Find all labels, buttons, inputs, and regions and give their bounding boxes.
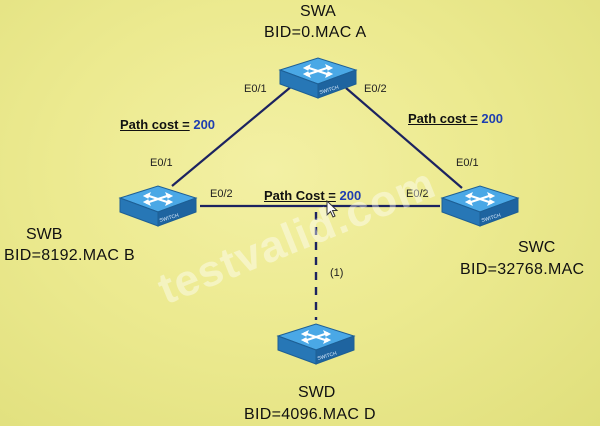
swd-link-note: (1) [330, 267, 344, 279]
path-cost-swa-swb-value: 200 [193, 117, 216, 132]
swa-bid: BID=0.MAC A [264, 24, 367, 41]
swa-switch-icon[interactable]: SWITCH [276, 46, 360, 106]
swb-switch-icon[interactable]: SWITCH [116, 174, 200, 234]
swb-name: SWB [26, 226, 63, 243]
swb-bid: BID=8192.MAC B [4, 247, 135, 264]
swc-device-label: SWITCH [481, 213, 502, 224]
swb-port-e02: E0/2 [210, 188, 233, 200]
mouse-cursor-icon [326, 200, 339, 218]
link-swa-swb [171, 85, 293, 187]
swd-switch-icon[interactable]: SWITCH [274, 312, 358, 372]
link-swa-swc [345, 87, 463, 189]
swb-device-label: SWITCH [159, 213, 180, 224]
swd-device-label: SWITCH [317, 351, 338, 362]
path-cost-swb-swc: Path Cost = 200 [264, 189, 361, 202]
swb-port-e01: E0/1 [150, 157, 173, 169]
path-cost-swa-swc-label: Path cost = [408, 111, 478, 126]
swa-device-label: SWITCH [319, 85, 340, 96]
swa-name: SWA [300, 3, 336, 20]
path-cost-swa-swb: Path cost = 200 [120, 118, 215, 131]
swd-bid: BID=4096.MAC D [244, 406, 376, 423]
swc-name: SWC [518, 239, 556, 256]
path-cost-swb-swc-label: Path Cost = [264, 188, 336, 203]
path-cost-swa-swc-value: 200 [481, 111, 504, 126]
path-cost-swa-swb-label: Path cost = [120, 117, 190, 132]
path-cost-swa-swc: Path cost = 200 [408, 112, 503, 125]
swd-name: SWD [298, 384, 336, 401]
swa-port-e01: E0/1 [244, 83, 267, 95]
swc-switch-icon[interactable]: SWITCH [438, 174, 522, 234]
swc-bid: BID=32768.MAC [460, 261, 585, 278]
path-cost-swb-swc-value: 200 [339, 188, 362, 203]
swc-port-e02: E0/2 [406, 188, 429, 200]
swa-port-e02: E0/2 [364, 83, 387, 95]
swc-port-e01: E0/1 [456, 157, 479, 169]
